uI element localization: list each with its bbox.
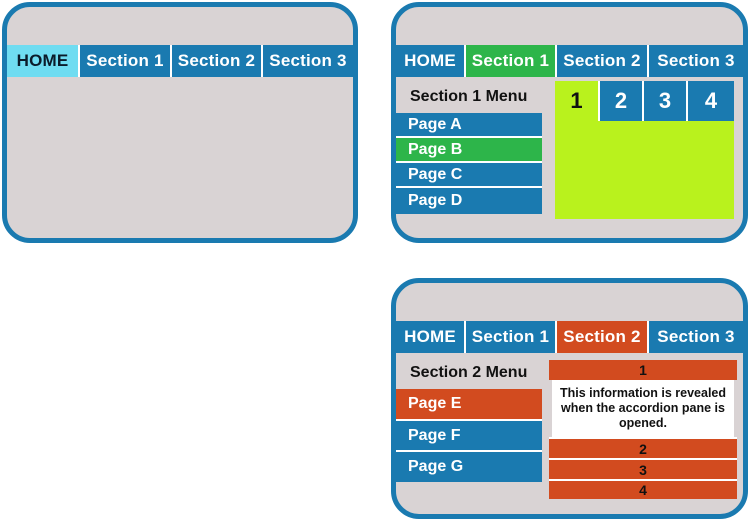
tab-1[interactable]: 1 (555, 81, 598, 121)
menu-item-page-f[interactable]: Page F (396, 421, 542, 452)
tab-2[interactable]: 2 (598, 81, 642, 121)
accordion-header-4[interactable]: 4 (549, 479, 737, 499)
nav-bar: HOME Section 1 Section 2 Section 3 (7, 45, 353, 77)
nav-tab-home[interactable]: HOME (396, 321, 466, 353)
nav-tab-section-3[interactable]: Section 3 (649, 321, 743, 353)
tab-panel: 1 2 3 4 (555, 81, 734, 219)
nav-tab-section-3[interactable]: Section 3 (649, 45, 743, 77)
menu-item-page-e[interactable]: Page E (396, 389, 542, 421)
nav-bar: HOME Section 1 Section 2 Section 3 (396, 321, 743, 353)
menu-item-page-d[interactable]: Page D (396, 188, 542, 214)
nav-tab-section-2[interactable]: Section 2 (557, 45, 649, 77)
nav-tab-section-1[interactable]: Section 1 (80, 45, 172, 77)
section-2-menu-title: Section 2 Menu (410, 364, 528, 381)
nav-tab-section-2[interactable]: Section 2 (557, 321, 649, 353)
nav-tab-section-1[interactable]: Section 1 (466, 45, 557, 77)
menu-item-page-c[interactable]: Page C (396, 163, 542, 188)
panel-section-2: HOME Section 1 Section 2 Section 3 Secti… (391, 278, 748, 519)
accordion: 1 This information is revealed when the … (549, 360, 737, 499)
menu-item-page-g[interactable]: Page G (396, 452, 542, 482)
nav-tab-section-1[interactable]: Section 1 (466, 321, 557, 353)
nav-tab-home[interactable]: HOME (7, 45, 80, 77)
panel-home: HOME Section 1 Section 2 Section 3 (2, 2, 358, 243)
nav-tab-section-2[interactable]: Section 2 (172, 45, 263, 77)
tab-4[interactable]: 4 (686, 81, 734, 121)
accordion-pane-1-content: This information is revealed when the ac… (552, 380, 734, 437)
accordion-header-3[interactable]: 3 (549, 458, 737, 479)
accordion-header-2[interactable]: 2 (549, 437, 737, 458)
nav-bar: HOME Section 1 Section 2 Section 3 (396, 45, 743, 77)
nav-tab-section-3[interactable]: Section 3 (263, 45, 353, 77)
section-1-menu-title: Section 1 Menu (410, 88, 528, 105)
tab-3[interactable]: 3 (642, 81, 686, 121)
menu-item-page-b[interactable]: Page B (396, 138, 542, 163)
menu-item-page-a[interactable]: Page A (396, 113, 542, 138)
accordion-header-1[interactable]: 1 (549, 360, 737, 380)
panel-section-1: HOME Section 1 Section 2 Section 3 Secti… (391, 2, 748, 243)
nav-tab-home[interactable]: HOME (396, 45, 466, 77)
